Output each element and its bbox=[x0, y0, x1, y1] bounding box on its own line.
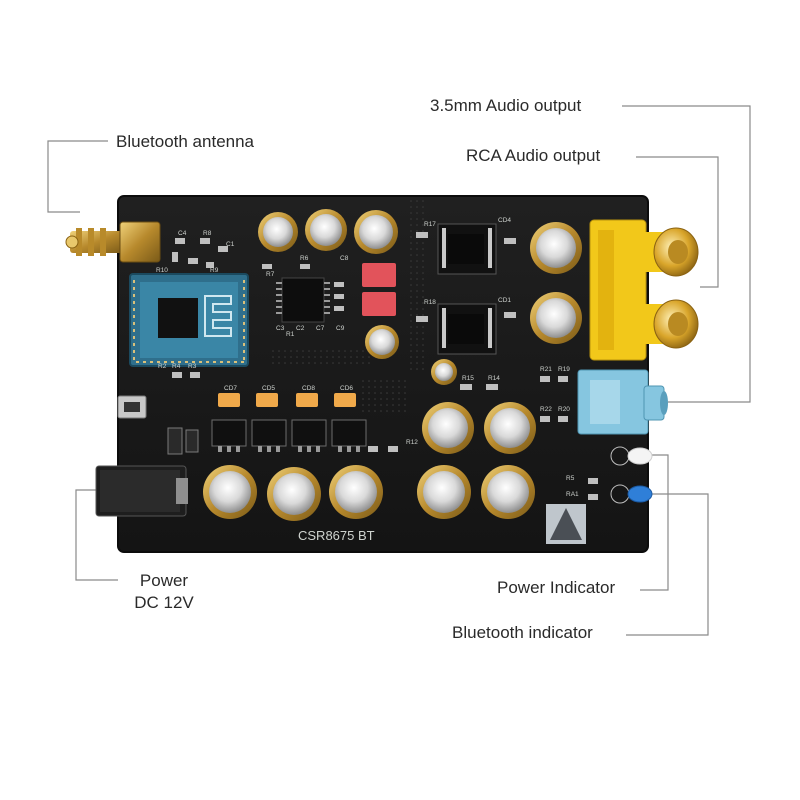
power-indicator-label: Power Indicator bbox=[497, 578, 616, 597]
esd-warning-logo bbox=[546, 504, 586, 544]
capacitor bbox=[305, 209, 347, 251]
film-capacitor-1 bbox=[362, 263, 396, 287]
silk-c8: C8 bbox=[340, 255, 349, 262]
silk-r19: R19 bbox=[558, 366, 570, 373]
bluetooth-module bbox=[129, 273, 249, 367]
capacitor bbox=[530, 292, 582, 344]
power-indicator-led bbox=[610, 446, 653, 466]
capacitor bbox=[484, 402, 536, 454]
via-field-1 bbox=[408, 200, 428, 370]
silk-c7: C7 bbox=[316, 325, 325, 332]
power-label-line1: Power bbox=[139, 571, 189, 590]
leader-power bbox=[75, 489, 118, 581]
power-label-line2: DC 12V bbox=[134, 593, 194, 612]
silk-r2: R2 bbox=[158, 363, 167, 370]
silk-r8: R8 bbox=[203, 230, 212, 237]
usb-port-slot bbox=[124, 402, 140, 412]
rca-audio-output-label: RCA Audio output bbox=[466, 146, 601, 165]
capacitor bbox=[481, 465, 535, 519]
capacitor bbox=[267, 467, 321, 521]
silk-c4: C4 bbox=[178, 230, 187, 237]
capacitor bbox=[422, 402, 474, 454]
capacitor bbox=[258, 212, 298, 252]
silkscreen-labels: C4 R8 C1 R10 R9 R6 C8 R7 R1 C3 C2 C7 C9 … bbox=[156, 217, 579, 498]
rca-audio-output-connector bbox=[589, 219, 699, 361]
silk-cd6: CD6 bbox=[340, 385, 353, 392]
opamp-chip-1 bbox=[437, 223, 497, 275]
capacitor bbox=[431, 359, 457, 385]
dc-power-jack bbox=[95, 465, 188, 517]
board-model-text: CSR8675 BT bbox=[298, 528, 375, 543]
silk-c9: C9 bbox=[336, 325, 345, 332]
leader-35mm bbox=[622, 105, 751, 403]
silk-r14: R14 bbox=[488, 375, 500, 382]
bluetooth-indicator-led bbox=[610, 484, 653, 504]
main-ic bbox=[262, 264, 344, 323]
silk-r22: R22 bbox=[540, 406, 552, 413]
silk-c2: C2 bbox=[296, 325, 305, 332]
capacitor bbox=[354, 210, 398, 254]
audio-35mm-jack bbox=[577, 369, 668, 435]
silk-cd7: CD7 bbox=[224, 385, 237, 392]
silk-r7: R7 bbox=[266, 271, 275, 278]
bluetooth-antenna-connector bbox=[65, 221, 161, 263]
capacitor bbox=[203, 465, 257, 519]
silk-r17: R17 bbox=[424, 221, 436, 228]
via-field-2 bbox=[360, 378, 406, 414]
silk-r3: R3 bbox=[188, 363, 197, 370]
diode-2 bbox=[185, 429, 199, 453]
capacitor bbox=[530, 222, 582, 274]
silk-r5: R5 bbox=[566, 475, 575, 482]
silk-r18: R18 bbox=[424, 299, 436, 306]
smd-capacitors-orange bbox=[218, 393, 356, 407]
leader-antenna bbox=[47, 140, 108, 213]
silk-c1: C1 bbox=[226, 241, 235, 248]
silk-r21: R21 bbox=[540, 366, 552, 373]
silk-r1: R1 bbox=[286, 331, 295, 338]
capacitor bbox=[329, 465, 383, 519]
voltage-regulators bbox=[211, 419, 367, 447]
capacitor bbox=[417, 465, 471, 519]
silk-r9: R9 bbox=[210, 267, 219, 274]
capacitors bbox=[203, 209, 582, 521]
silk-r15: R15 bbox=[462, 375, 474, 382]
film-capacitor-2 bbox=[362, 292, 396, 316]
silk-r12: R12 bbox=[406, 439, 418, 446]
silk-cd1: CD1 bbox=[498, 297, 511, 304]
silk-cd8: CD8 bbox=[302, 385, 315, 392]
opamp-chip-2 bbox=[437, 303, 497, 355]
leader-power-indicator bbox=[640, 454, 669, 591]
power-dc-label: Power DC 12V bbox=[124, 570, 204, 614]
bluetooth-indicator-label: Bluetooth indicator bbox=[452, 623, 593, 642]
audio-35mm-output-label: 3.5mm Audio output bbox=[430, 96, 582, 115]
silk-r10: R10 bbox=[156, 267, 168, 274]
leader-rca bbox=[636, 156, 719, 288]
silk-r6: R6 bbox=[300, 255, 309, 262]
bluetooth-antenna-label: Bluetooth antenna bbox=[116, 132, 255, 151]
silk-r4: R4 bbox=[172, 363, 181, 370]
silk-cd4: CD4 bbox=[498, 217, 511, 224]
regulator-pins bbox=[218, 446, 360, 452]
leader-bt-indicator bbox=[626, 493, 709, 636]
silk-ra1: RA1 bbox=[566, 491, 579, 498]
capacitor bbox=[365, 325, 399, 359]
smd-parts-right bbox=[172, 232, 598, 500]
smd-parts-topleft bbox=[172, 238, 228, 268]
leader-lines bbox=[47, 105, 751, 636]
silk-c3: C3 bbox=[276, 325, 285, 332]
via-field-3 bbox=[270, 350, 370, 368]
silk-cd5: CD5 bbox=[262, 385, 275, 392]
silk-r20: R20 bbox=[558, 406, 570, 413]
diode-1 bbox=[167, 427, 183, 455]
